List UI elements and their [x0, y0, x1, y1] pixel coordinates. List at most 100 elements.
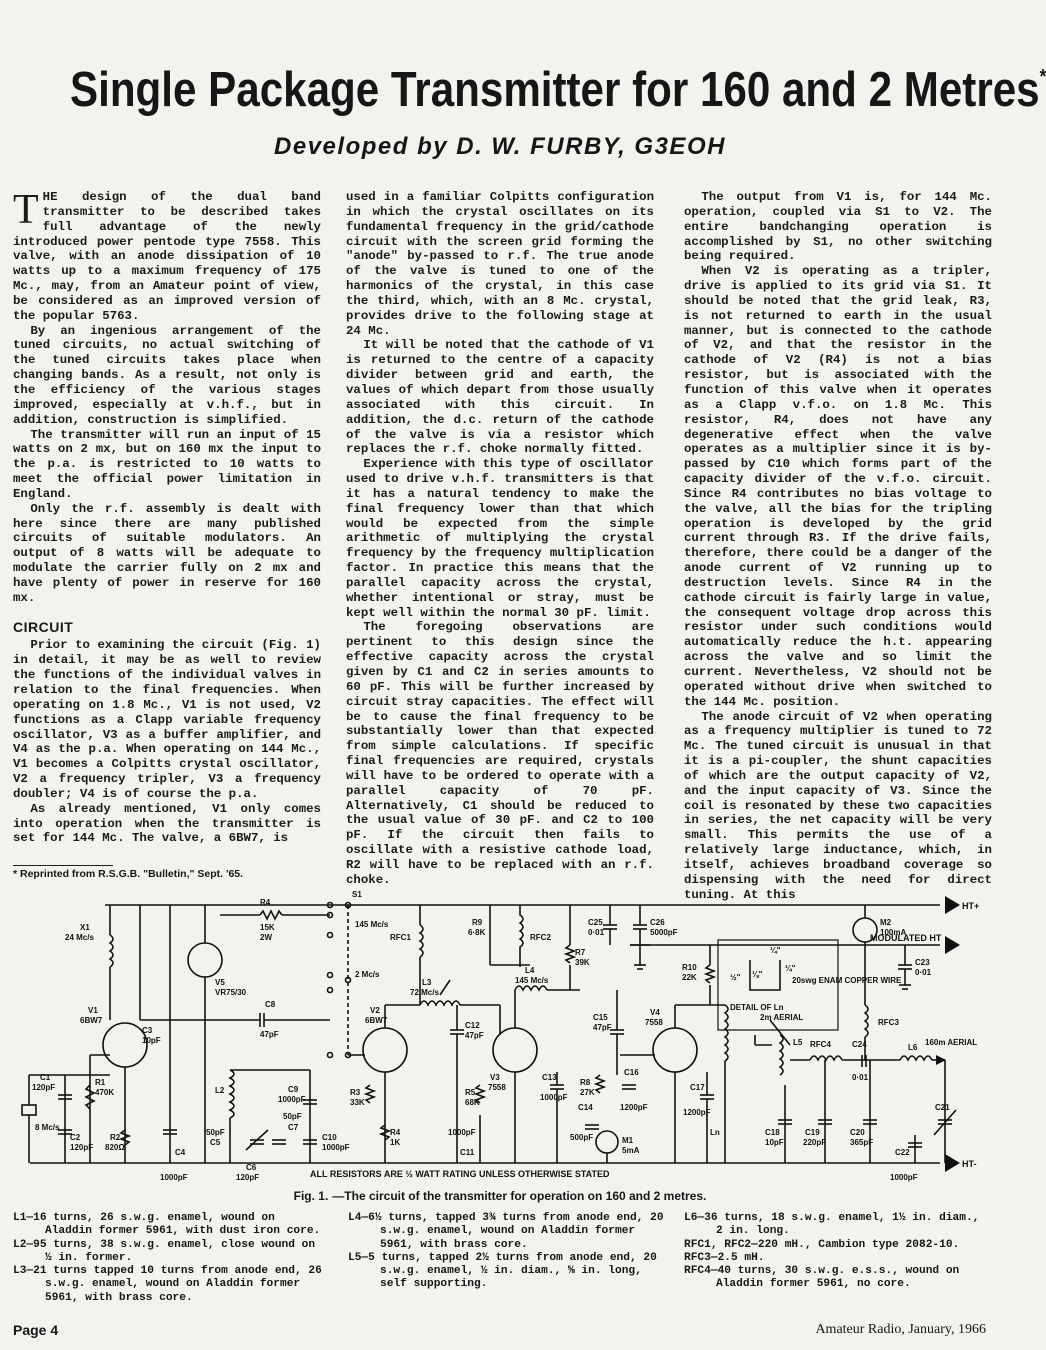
label-c2-val: 120pF	[70, 1143, 93, 1152]
label-dim-2: ⅛"	[752, 970, 763, 979]
paragraph: The foregoing observations are pertinent…	[346, 620, 654, 887]
caption-text: —The circuit of the transmitter for oper…	[332, 1189, 707, 1203]
coil-entry: L1—16 turns, 26 s.w.g. enamel, wound on …	[13, 1212, 321, 1238]
label-c7-val: 50pF	[283, 1112, 302, 1121]
label-m2: M2	[880, 918, 892, 927]
coil-entry: RFC1, RFC2—220 mH., Cambion type 2082-10…	[684, 1238, 960, 1251]
paragraph: Only the r.f. assembly is dealt with her…	[13, 501, 321, 605]
paragraph: The anode circuit of V2 when operating a…	[684, 709, 992, 902]
title-text: Single Package Transmitter for 160 and 2…	[70, 63, 1040, 117]
label-c11-val: 1000pF	[448, 1128, 476, 1137]
coil-entry: L3—21 turns tapped 10 turns from anode e…	[13, 1265, 322, 1304]
label-l4-freq: 145 Mc/s	[515, 976, 549, 985]
label-r8: R8	[580, 1078, 591, 1087]
label-r1: R1	[95, 1078, 106, 1087]
title-footnote-marker: *	[1039, 66, 1046, 88]
label-r10-val: 22K	[682, 973, 697, 982]
label-r1-val: 470K	[95, 1088, 114, 1097]
label-c16: C16	[624, 1068, 639, 1077]
circuit-schematic: HT+ MODULATED HT HT- ALL RESISTORS ARE ½…	[21, 890, 979, 1182]
label-c18: C18	[765, 1128, 780, 1137]
label-c13: C13	[542, 1073, 557, 1082]
byline: Developed by D. W. FURBY, G3EOH	[274, 133, 726, 160]
label-c6-val: 120pF	[236, 1173, 259, 1182]
label-c1: C1	[40, 1073, 51, 1082]
label-v3-type: 7558	[488, 1083, 506, 1092]
label-c3: C3	[142, 1026, 153, 1035]
label-160m-aerial: 160m AERIAL	[925, 1038, 977, 1047]
label-c2: C2	[70, 1133, 81, 1142]
label-c24: C24	[852, 1040, 867, 1049]
footnote: * Reprinted from R.S.G.B. "Bulletin," Se…	[13, 868, 244, 880]
label-m1-val: 5mA	[622, 1146, 640, 1155]
label-m2-val: 100mA	[880, 928, 906, 937]
label-c24-val: 0·01	[852, 1073, 869, 1082]
label-v1-type: 6BW7	[80, 1016, 103, 1025]
label-r5: R5	[465, 1088, 476, 1097]
figure-caption: Fig. 1.—The circuit of the transmitter f…	[0, 1189, 1000, 1203]
label-rfc2: RFC2	[530, 933, 551, 942]
label-c9: C9	[288, 1085, 299, 1094]
paragraph: used in a familiar Colpitts configuratio…	[346, 190, 654, 338]
label-detail-wire: 20swg ENAM COPPER WIRE	[792, 976, 902, 985]
label-c10: C10	[322, 1133, 337, 1142]
label-r3: R3	[350, 1088, 361, 1097]
label-c14: C14	[578, 1103, 593, 1112]
label-c15-val: 47pF	[593, 1023, 612, 1032]
paragraph: It will be noted that the cathode of V1 …	[346, 338, 654, 457]
label-c26: C26	[650, 918, 665, 927]
label-rfc1: RFC1	[390, 933, 411, 942]
label-c21: C21	[935, 1103, 950, 1112]
label-l4: L4	[525, 966, 535, 975]
label-c13-val: 1000pF	[540, 1093, 568, 1102]
label-sw-145: 145 Mc/s	[355, 920, 389, 929]
label-c9-val: 1000pF	[278, 1095, 306, 1104]
label-s1: S1	[352, 890, 362, 899]
label-sw-2: 2 Mc/s	[355, 970, 380, 979]
coil-entry: L5—5 turns, tapped 2½ turns from anode e…	[348, 1251, 657, 1291]
label-ht-plus: HT+	[962, 901, 979, 911]
label-ln: Ln	[710, 1128, 720, 1137]
label-c23-val: 0·01	[915, 968, 932, 977]
coil-entry: L6—36 turns, 18 s.w.g. enamel, 1½ in. di…	[684, 1212, 980, 1238]
label-c12-val: 47pF	[465, 1031, 484, 1040]
label-c10-val: 1000pF	[322, 1143, 350, 1152]
label-r8-val: 27K	[580, 1088, 595, 1097]
label-dim-1: ¼"	[770, 946, 781, 955]
label-c8: C8	[265, 1000, 276, 1009]
coil-entry: RFC3—2.5 mH.	[684, 1251, 765, 1264]
column-3: The output from V1 is, for 144 Mc. opera…	[684, 190, 992, 903]
page-number: Page 4	[13, 1322, 59, 1338]
label-dim-4: ¼"	[785, 964, 796, 973]
label-r4-w: 2W	[260, 933, 272, 942]
label-c5-val: 50pF	[206, 1128, 225, 1137]
journal-issue: Amateur Radio, January, 1966	[815, 1322, 986, 1337]
label-c20-val: 365pF	[850, 1138, 873, 1147]
label-c18-val: 10pF	[765, 1138, 784, 1147]
label-ht-minus: HT-	[962, 1159, 977, 1169]
paragraph: As already mentioned, V1 only comes into…	[13, 801, 321, 846]
column-2: used in a familiar Colpitts configuratio…	[346, 190, 654, 888]
footnote-rule	[13, 865, 113, 866]
article-title: Single Package Transmitter for 160 and 2…	[70, 62, 1046, 118]
label-c16-val: 1200pF	[620, 1103, 648, 1112]
label-c22-val: 1000pF	[890, 1173, 918, 1182]
label-rfc4: RFC4	[810, 1040, 831, 1049]
paragraph: The transmitter will run an input of 15 …	[13, 427, 321, 501]
label-v2: V2	[370, 1006, 380, 1015]
label-r2: R2	[110, 1133, 121, 1142]
label-r9: R9	[472, 918, 483, 927]
label-x1-freq: 24 Mc/s	[65, 933, 94, 942]
label-v2-type: 6BW7	[365, 1016, 388, 1025]
paragraph: Prior to examining the circuit (Fig. 1) …	[13, 638, 321, 801]
label-c14-val: 500pF	[570, 1133, 593, 1142]
label-r7: R7	[575, 948, 586, 957]
label-v5-type: VR75/30	[215, 988, 247, 997]
label-modulated-ht: MODULATED HT	[870, 933, 942, 943]
label-c6: C6	[246, 1163, 257, 1172]
label-c17: C17	[690, 1083, 705, 1092]
label-r3-val: 33K	[350, 1098, 365, 1107]
label-c19-val: 220pF	[803, 1138, 826, 1147]
label-c4: C4	[175, 1148, 186, 1157]
